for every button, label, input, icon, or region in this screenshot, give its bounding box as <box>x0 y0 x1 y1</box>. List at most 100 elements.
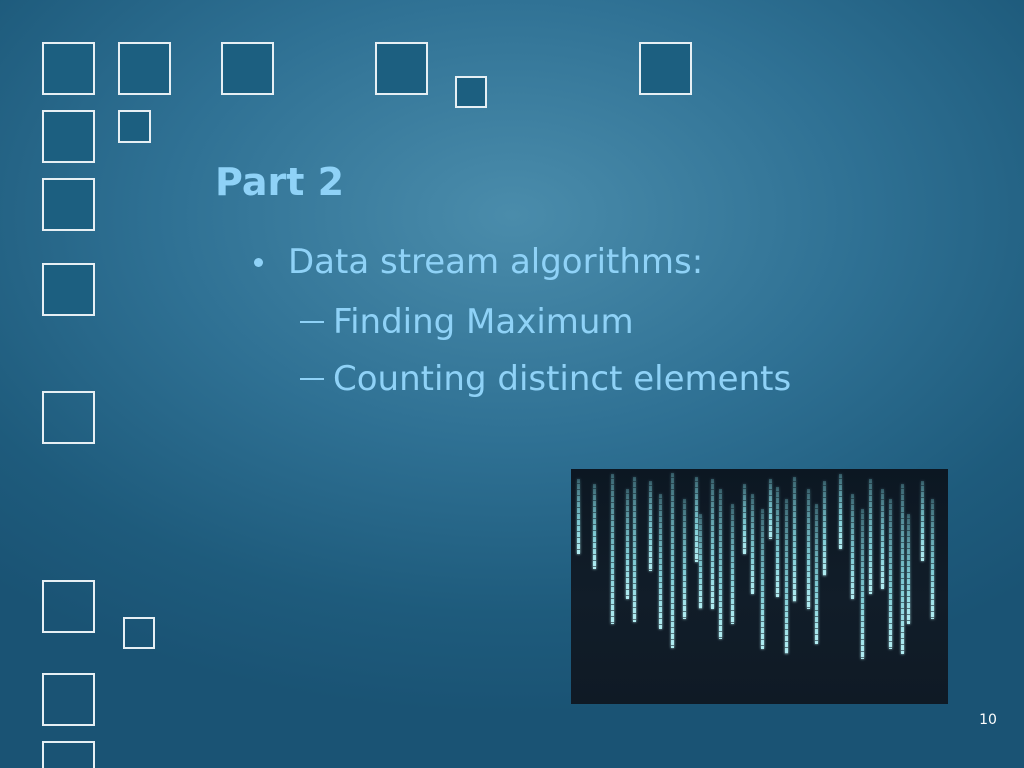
binary-digit-mark <box>632 517 637 518</box>
binary-digit-mark <box>775 527 780 528</box>
binary-digit-mark <box>860 567 865 568</box>
binary-digit-mark <box>658 582 663 583</box>
binary-digit-mark <box>850 564 855 565</box>
binary-stream-graphic <box>576 473 935 659</box>
binary-digit-mark <box>750 576 755 577</box>
binary-stream-streak <box>671 473 674 648</box>
binary-digit-mark <box>592 536 597 537</box>
binary-digit-mark <box>718 493 723 494</box>
binary-digit-mark <box>632 595 637 596</box>
binary-digit-mark <box>775 491 780 492</box>
binary-digit-mark <box>806 565 811 566</box>
binary-digit-mark <box>822 509 827 510</box>
binary-digit-mark <box>610 484 615 485</box>
binary-digit-mark <box>592 488 597 489</box>
binary-digit-mark <box>710 603 715 604</box>
binary-digit-mark <box>880 529 885 530</box>
binary-digit-mark <box>670 573 675 574</box>
binary-digit-mark <box>814 580 819 581</box>
binary-digit-mark <box>592 566 597 567</box>
binary-digit-mark <box>906 620 911 621</box>
binary-digit-mark <box>868 501 873 502</box>
binary-digit-mark <box>670 603 675 604</box>
binary-digit-mark <box>768 501 773 502</box>
binary-digit-mark <box>850 594 855 595</box>
binary-digit-mark <box>814 538 819 539</box>
binary-digit-mark <box>888 593 893 594</box>
binary-digit-mark <box>900 554 905 555</box>
binary-digit-mark <box>838 532 843 533</box>
binary-digit-mark <box>648 545 653 546</box>
binary-digit-mark <box>888 587 893 588</box>
binary-digit-mark <box>906 590 911 591</box>
binary-digit-mark <box>930 557 935 558</box>
binary-digit-mark <box>775 563 780 564</box>
binary-digit-mark <box>822 503 827 504</box>
binary-digit-mark <box>742 524 747 525</box>
binary-digit-mark <box>888 647 893 648</box>
binary-digit-mark <box>822 515 827 516</box>
binary-digit-mark <box>625 577 630 578</box>
binary-digit-mark <box>610 604 615 605</box>
binary-digit-mark <box>760 579 765 580</box>
binary-digit-mark <box>648 521 653 522</box>
binary-digit-mark <box>632 565 637 566</box>
binary-digit-mark <box>682 575 687 576</box>
binary-digit-mark <box>718 535 723 536</box>
binary-digit-mark <box>850 516 855 517</box>
binary-digit-mark <box>906 608 911 609</box>
binary-digit-mark <box>670 639 675 640</box>
binary-digit-mark <box>694 505 699 506</box>
binary-digit-mark <box>625 547 630 548</box>
binary-digit-mark <box>888 575 893 576</box>
binary-digit-mark <box>806 547 811 548</box>
binary-digit-mark <box>888 527 893 528</box>
binary-digit-mark <box>682 569 687 570</box>
binary-digit-mark <box>670 567 675 568</box>
binary-digit-mark <box>742 542 747 543</box>
binary-digit-mark <box>632 577 637 578</box>
sub-bullet-item: Counting distinct elements <box>250 351 791 408</box>
binary-digit-mark <box>850 558 855 559</box>
binary-stream-streak <box>649 481 652 571</box>
binary-digit-mark <box>760 555 765 556</box>
binary-digit-mark <box>682 527 687 528</box>
binary-digit-mark <box>868 561 873 562</box>
binary-digit-mark <box>850 576 855 577</box>
binary-digit-mark <box>670 483 675 484</box>
binary-digit-mark <box>792 481 797 482</box>
binary-digit-mark <box>868 525 873 526</box>
binary-digit-mark <box>576 531 581 532</box>
binary-digit-mark <box>888 569 893 570</box>
binary-digit-mark <box>670 591 675 592</box>
binary-digit-mark <box>710 507 715 508</box>
binary-digit-mark <box>718 505 723 506</box>
binary-digit-mark <box>930 575 935 576</box>
binary-digit-mark <box>694 523 699 524</box>
binary-digit-mark <box>718 511 723 512</box>
binary-digit-mark <box>784 503 789 504</box>
binary-digit-mark <box>768 525 773 526</box>
binary-digit-mark <box>632 619 637 620</box>
binary-digit-mark <box>682 533 687 534</box>
binary-digit-mark <box>625 571 630 572</box>
binary-digit-mark <box>860 591 865 592</box>
binary-digit-mark <box>625 559 630 560</box>
binary-digit-mark <box>822 545 827 546</box>
binary-digit-mark <box>682 509 687 510</box>
binary-digit-mark <box>632 493 637 494</box>
binary-digit-mark <box>710 501 715 502</box>
binary-digit-mark <box>610 544 615 545</box>
binary-digit-mark <box>750 540 755 541</box>
binary-digit-mark <box>784 569 789 570</box>
binary-digit-mark <box>632 505 637 506</box>
binary-digit-mark <box>900 536 905 537</box>
binary-digit-mark <box>860 651 865 652</box>
binary-stream-streak <box>823 481 826 576</box>
binary-digit-mark <box>880 493 885 494</box>
binary-digit-mark <box>610 526 615 527</box>
binary-digit-mark <box>784 557 789 558</box>
binary-digit-mark <box>860 603 865 604</box>
binary-digit-mark <box>718 529 723 530</box>
binary-digit-mark <box>920 533 925 534</box>
